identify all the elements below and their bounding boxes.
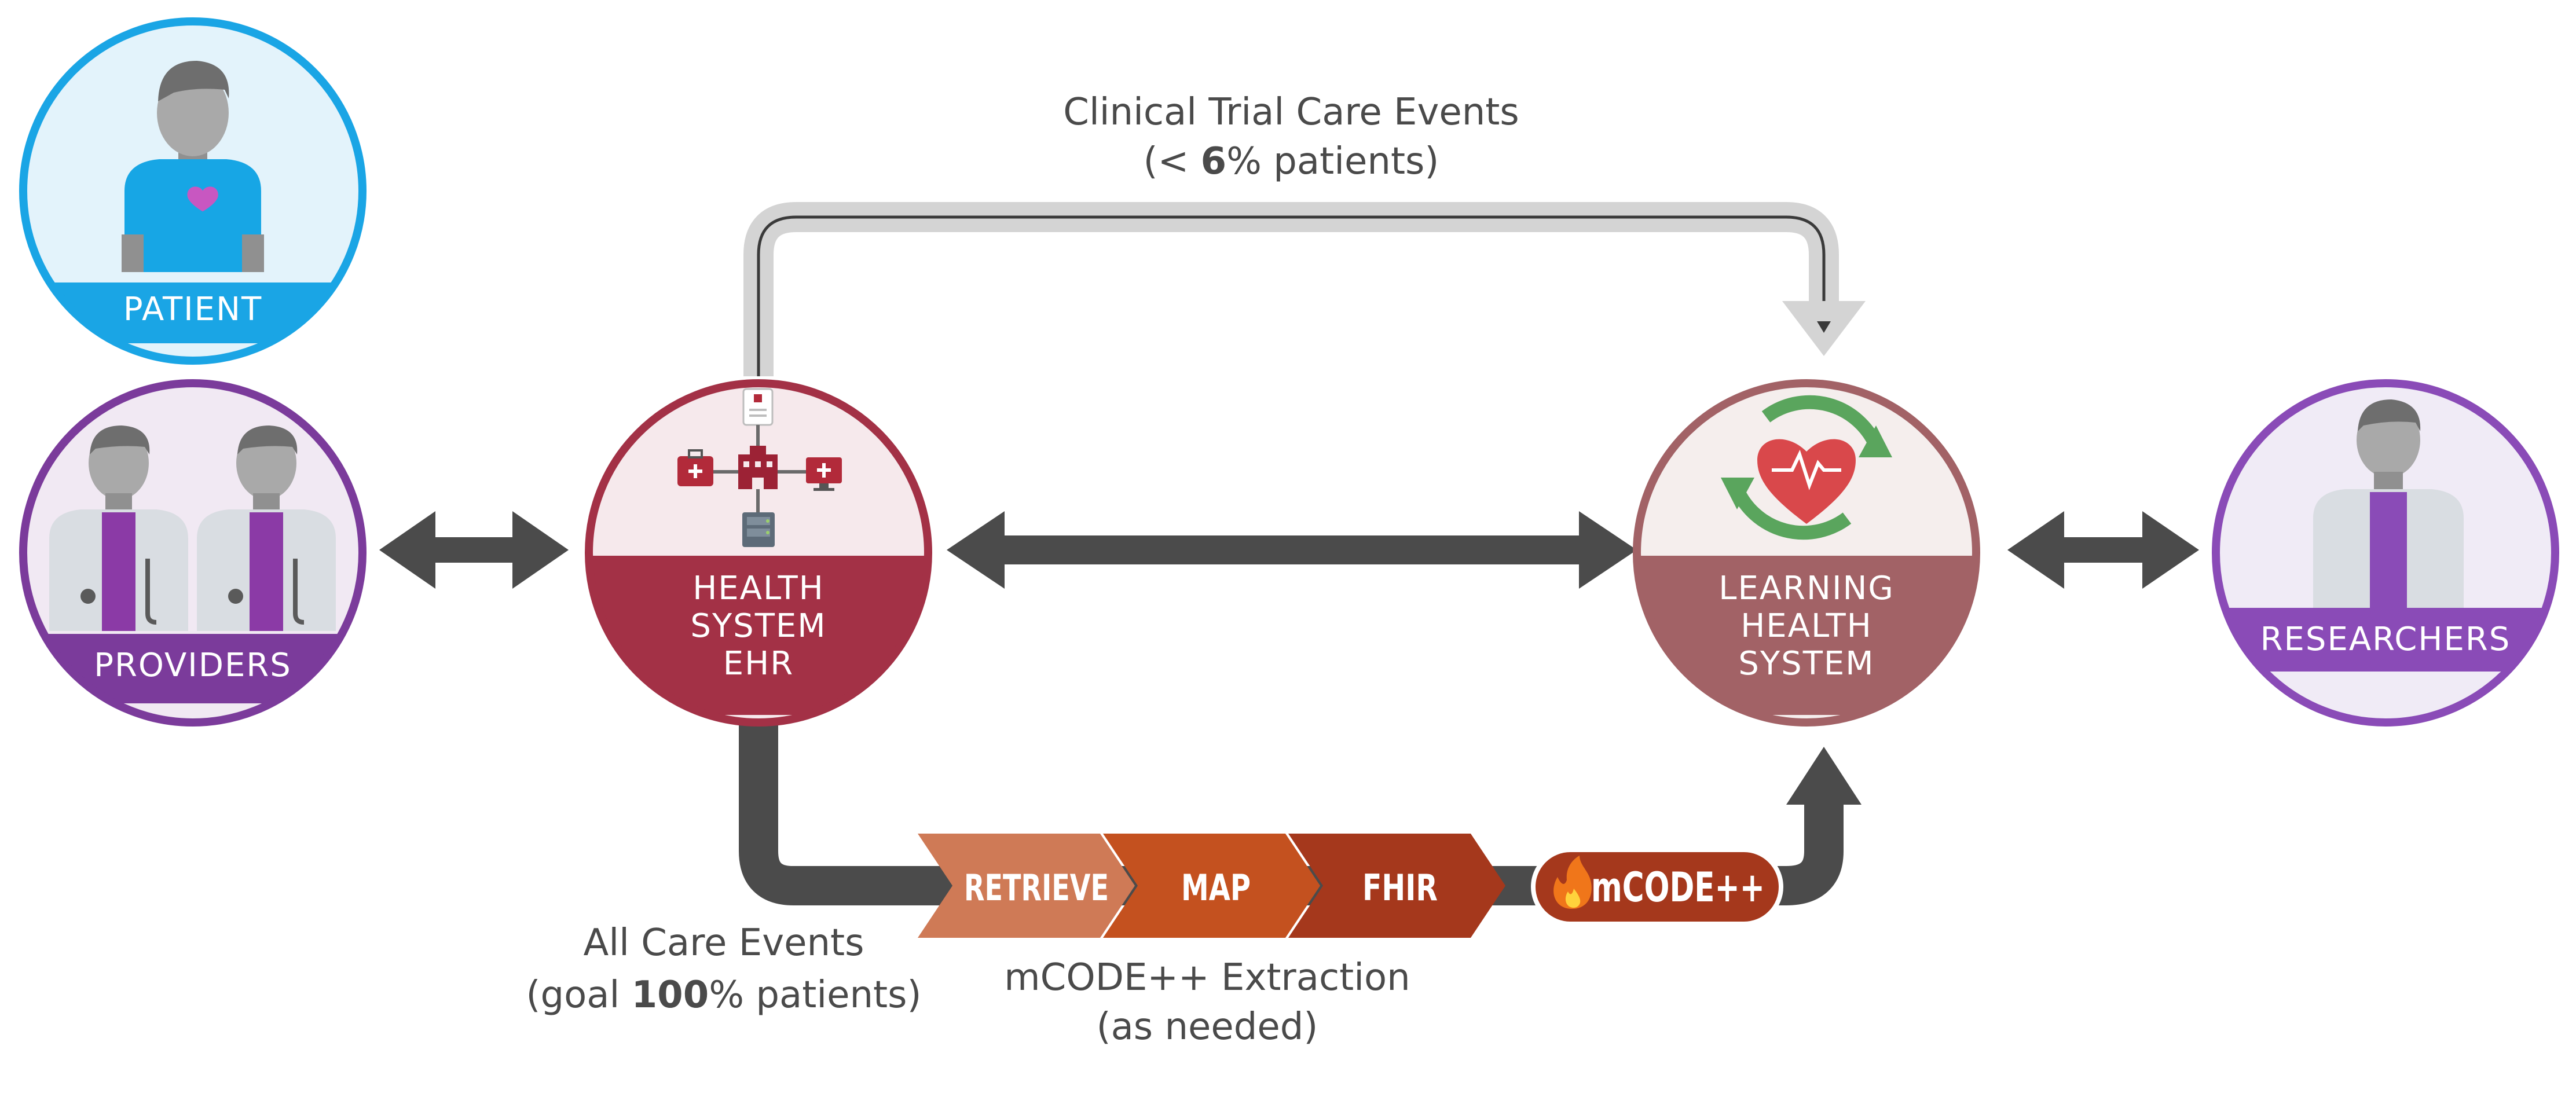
ehr-label-line2: SYSTEM [690,607,826,645]
patient-node: PATIENT [19,17,367,365]
providers-ehr-double-arrow [379,511,569,589]
mcode-badge-label: mCODE++ [1591,864,1765,911]
retrieve-step [918,834,1135,938]
fhir-step [1288,834,1505,938]
hospital-network-icon [677,388,842,547]
ehr-label-line3: EHR [723,645,794,683]
lhs-researchers-double-arrow [2007,511,2199,589]
ehr-node: HEALTH SYSTEM EHR [585,379,932,727]
retrieve-step-label: RETRIEVE [964,867,1109,909]
heart-cycle-icon [1721,395,1892,540]
extraction-caption-line1: mCODE++ Extraction [1004,956,1410,999]
ehr-label-line1: HEALTH [692,570,825,607]
lhs-node: LEARNING HEALTH SYSTEM [1633,379,1980,727]
providers-node: PROVIDERS [19,379,367,727]
all-care-events-caption-line2: (goal 100% patients) [526,974,922,1017]
map-step [1103,834,1320,938]
provider-doctor-icon [49,425,188,631]
clinical-trial-flow-arrow [743,202,1866,376]
all-care-events-caption-line1: All Care Events [584,922,864,964]
ehr-lhs-double-arrow [947,511,1637,589]
mcode-badge: mCODE++ [1531,847,1783,926]
lhs-label-line2: HEALTH [1740,607,1873,645]
patient-label: PATIENT [123,291,262,328]
providers-label: PROVIDERS [94,647,292,684]
extraction-caption: mCODE++ Extraction (as needed) [1004,956,1410,1048]
clinical-trial-caption: Clinical Trial Care Events (< 6% patient… [1063,91,1519,183]
researchers-label: RESEARCHERS [2260,621,2511,658]
researcher-person-icon [2313,399,2464,608]
all-care-events-caption: All Care Events (goal 100% patients) [526,922,922,1017]
flame-icon [1553,856,1592,909]
clinical-trial-caption-line2: (< 6% patients) [1144,140,1439,183]
lhs-label-line1: LEARNING [1718,570,1895,607]
extraction-caption-line2: (as needed) [1097,1006,1318,1048]
patient-person-icon [122,61,264,272]
researchers-node: RESEARCHERS [2212,379,2559,727]
extraction-pipeline: RETRIEVE MAP FHIR mCODE++ [918,834,1783,938]
provider-doctor-icon [197,425,336,631]
lhs-label-line3: SYSTEM [1738,645,1874,683]
clinical-trial-caption-line1: Clinical Trial Care Events [1063,91,1519,134]
map-step-label: MAP [1181,867,1251,909]
fhir-step-label: FHIR [1362,867,1438,909]
